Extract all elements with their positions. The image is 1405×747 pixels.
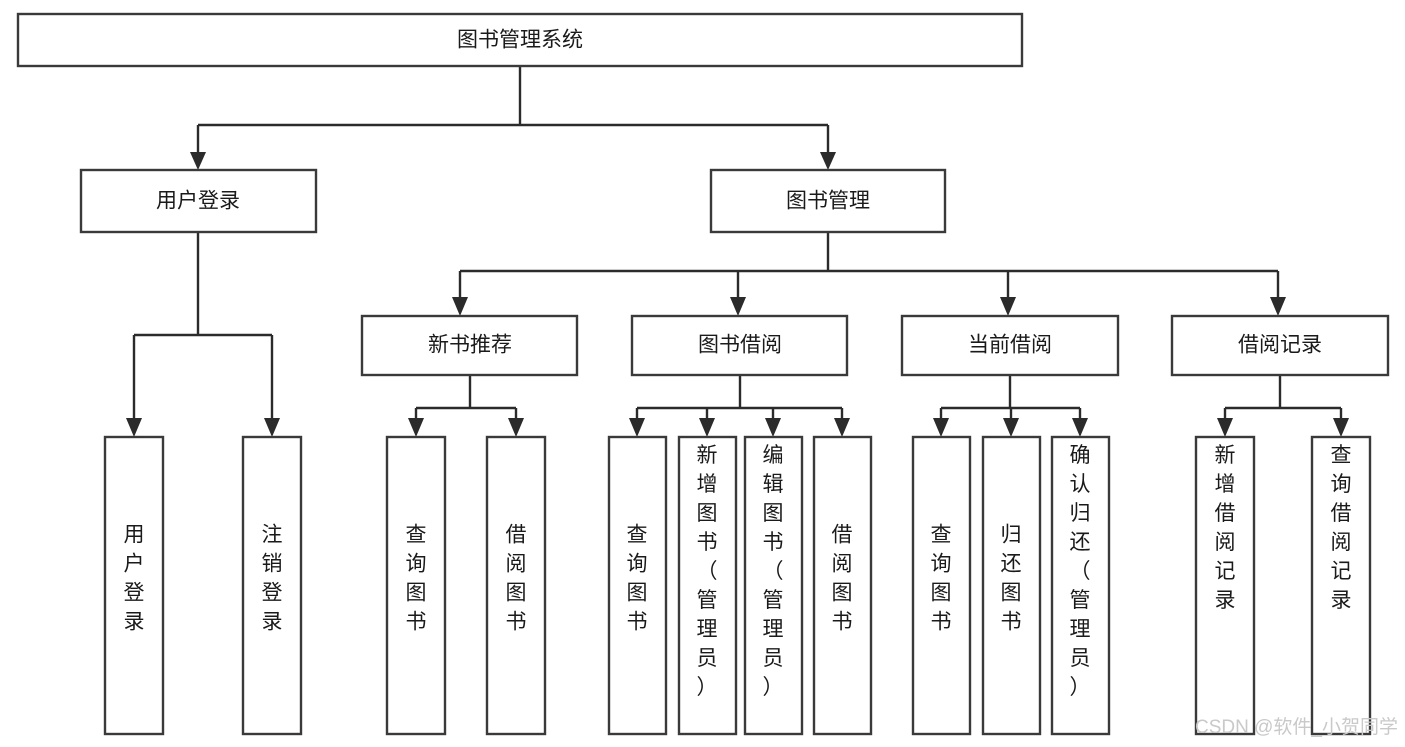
node-leaf-edit-book-admin[interactable]: 编辑图书（管理员） <box>743 435 804 736</box>
node-leaf-logout-login-label: 注销登录 <box>262 524 283 634</box>
node-leaf-add-borrow-record-label: 新增借阅记录 <box>1215 444 1236 612</box>
arrowhead-book-borrow <box>730 297 746 316</box>
arrowhead-borrow-record <box>1270 297 1286 316</box>
node-leaf-edit-book-admin-label: 编辑图书（管理员） <box>763 444 784 699</box>
arrowhead-leaf-add-book-admin <box>699 418 715 437</box>
node-leaf-query-book-recommend[interactable]: 查询图书 <box>385 435 447 736</box>
arrowhead-leaf-query-book-borrow <box>629 418 645 437</box>
arrowhead-leaf-logout-login <box>264 418 280 437</box>
arrowhead-book-management <box>820 152 836 170</box>
node-leaf-query-book-current-label: 查询图书 <box>931 524 952 634</box>
node-leaf-add-book-admin[interactable]: 新增图书（管理员） <box>677 435 738 736</box>
node-new-book-recommend[interactable]: 新书推荐 <box>360 314 579 377</box>
arrowhead-leaf-user-login <box>126 418 142 437</box>
node-leaf-query-book-recommend-label: 查询图书 <box>406 524 427 634</box>
node-leaf-user-login-label: 用户登录 <box>124 524 145 634</box>
node-leaf-confirm-return-admin-label: 确认归还（管理员） <box>1070 444 1091 699</box>
node-book-borrow-box[interactable] <box>630 314 849 377</box>
node-leaf-user-login-box[interactable] <box>103 435 165 736</box>
connector-layer <box>126 66 1349 437</box>
node-leaf-query-book-current-box[interactable] <box>911 435 972 736</box>
node-leaf-borrow-book[interactable]: 借阅图书 <box>812 435 873 736</box>
node-leaf-query-book-recommend-box[interactable] <box>385 435 447 736</box>
arrowhead-leaf-return-book <box>1003 418 1019 437</box>
node-book-management[interactable]: 图书管理 <box>709 168 947 234</box>
node-leaf-borrow-book-label: 借阅图书 <box>832 524 853 634</box>
node-borrow-record-box[interactable] <box>1170 314 1390 377</box>
arrowhead-leaf-borrow-book-recommend <box>508 418 524 437</box>
node-leaf-query-book-borrow[interactable]: 查询图书 <box>607 435 668 736</box>
node-root-box[interactable] <box>16 12 1024 68</box>
node-leaf-query-borrow-record-box[interactable] <box>1310 435 1372 736</box>
arrowhead-new-book-recommend <box>452 297 468 316</box>
node-leaf-return-book-box[interactable] <box>981 435 1042 736</box>
node-leaf-logout-login-box[interactable] <box>241 435 303 736</box>
node-new-book-recommend-label: 新书推荐 <box>428 334 512 357</box>
node-leaf-borrow-book-box[interactable] <box>812 435 873 736</box>
node-leaf-add-book-admin-box[interactable] <box>677 435 738 736</box>
arrowhead-leaf-query-book-recommend <box>408 418 424 437</box>
node-borrow-record[interactable]: 借阅记录 <box>1170 314 1390 377</box>
node-leaf-borrow-book-recommend-box[interactable] <box>485 435 547 736</box>
node-root[interactable]: 图书管理系统 <box>16 12 1024 68</box>
arrowhead-leaf-query-book-current <box>933 418 949 437</box>
arrowhead-user-login <box>190 152 206 170</box>
node-book-borrow[interactable]: 图书借阅 <box>630 314 849 377</box>
node-leaf-user-login[interactable]: 用户登录 <box>103 435 165 736</box>
node-leaf-query-borrow-record[interactable]: 查询借阅记录 <box>1310 435 1372 736</box>
arrowhead-leaf-edit-book-admin <box>765 418 781 437</box>
node-root-label: 图书管理系统 <box>457 29 583 52</box>
node-user-login-box[interactable] <box>79 168 318 234</box>
node-leaf-query-book-borrow-box[interactable] <box>607 435 668 736</box>
arrowhead-leaf-query-borrow-record <box>1333 418 1349 437</box>
arrowhead-leaf-confirm-return-admin <box>1072 418 1088 437</box>
node-leaf-query-book-borrow-label: 查询图书 <box>627 524 648 634</box>
node-leaf-add-book-admin-label: 新增图书（管理员） <box>697 444 718 699</box>
node-book-management-label: 图书管理 <box>786 190 870 213</box>
node-user-login-label: 用户登录 <box>156 190 240 213</box>
node-leaf-add-borrow-record-box[interactable] <box>1194 435 1256 736</box>
node-book-borrow-label: 图书借阅 <box>698 334 782 357</box>
node-borrow-record-label: 借阅记录 <box>1238 334 1322 357</box>
csdn-watermark: CSDN @软件_小贺同学 <box>1195 716 1398 738</box>
node-leaf-return-book[interactable]: 归还图书 <box>981 435 1042 736</box>
node-leaf-confirm-return-admin[interactable]: 确认归还（管理员） <box>1050 435 1111 736</box>
node-book-management-box[interactable] <box>709 168 947 234</box>
arrowhead-leaf-add-borrow-record <box>1217 418 1233 437</box>
node-leaf-borrow-book-recommend[interactable]: 借阅图书 <box>485 435 547 736</box>
node-leaf-add-borrow-record[interactable]: 新增借阅记录 <box>1194 435 1256 736</box>
node-leaf-edit-book-admin-box[interactable] <box>743 435 804 736</box>
node-current-borrow-box[interactable] <box>900 314 1120 377</box>
arrowhead-leaf-borrow-book <box>834 418 850 437</box>
node-leaf-query-borrow-record-label: 查询借阅记录 <box>1331 444 1352 612</box>
node-new-book-recommend-box[interactable] <box>360 314 579 377</box>
node-leaf-return-book-label: 归还图书 <box>1001 524 1022 634</box>
node-current-borrow[interactable]: 当前借阅 <box>900 314 1120 377</box>
node-user-login[interactable]: 用户登录 <box>79 168 318 234</box>
node-leaf-logout-login[interactable]: 注销登录 <box>241 435 303 736</box>
node-leaf-borrow-book-recommend-label: 借阅图书 <box>506 524 527 634</box>
node-current-borrow-label: 当前借阅 <box>968 334 1052 357</box>
node-leaf-query-book-current[interactable]: 查询图书 <box>911 435 972 736</box>
arrowhead-current-borrow <box>1000 297 1016 316</box>
node-leaf-confirm-return-admin-box[interactable] <box>1050 435 1111 736</box>
